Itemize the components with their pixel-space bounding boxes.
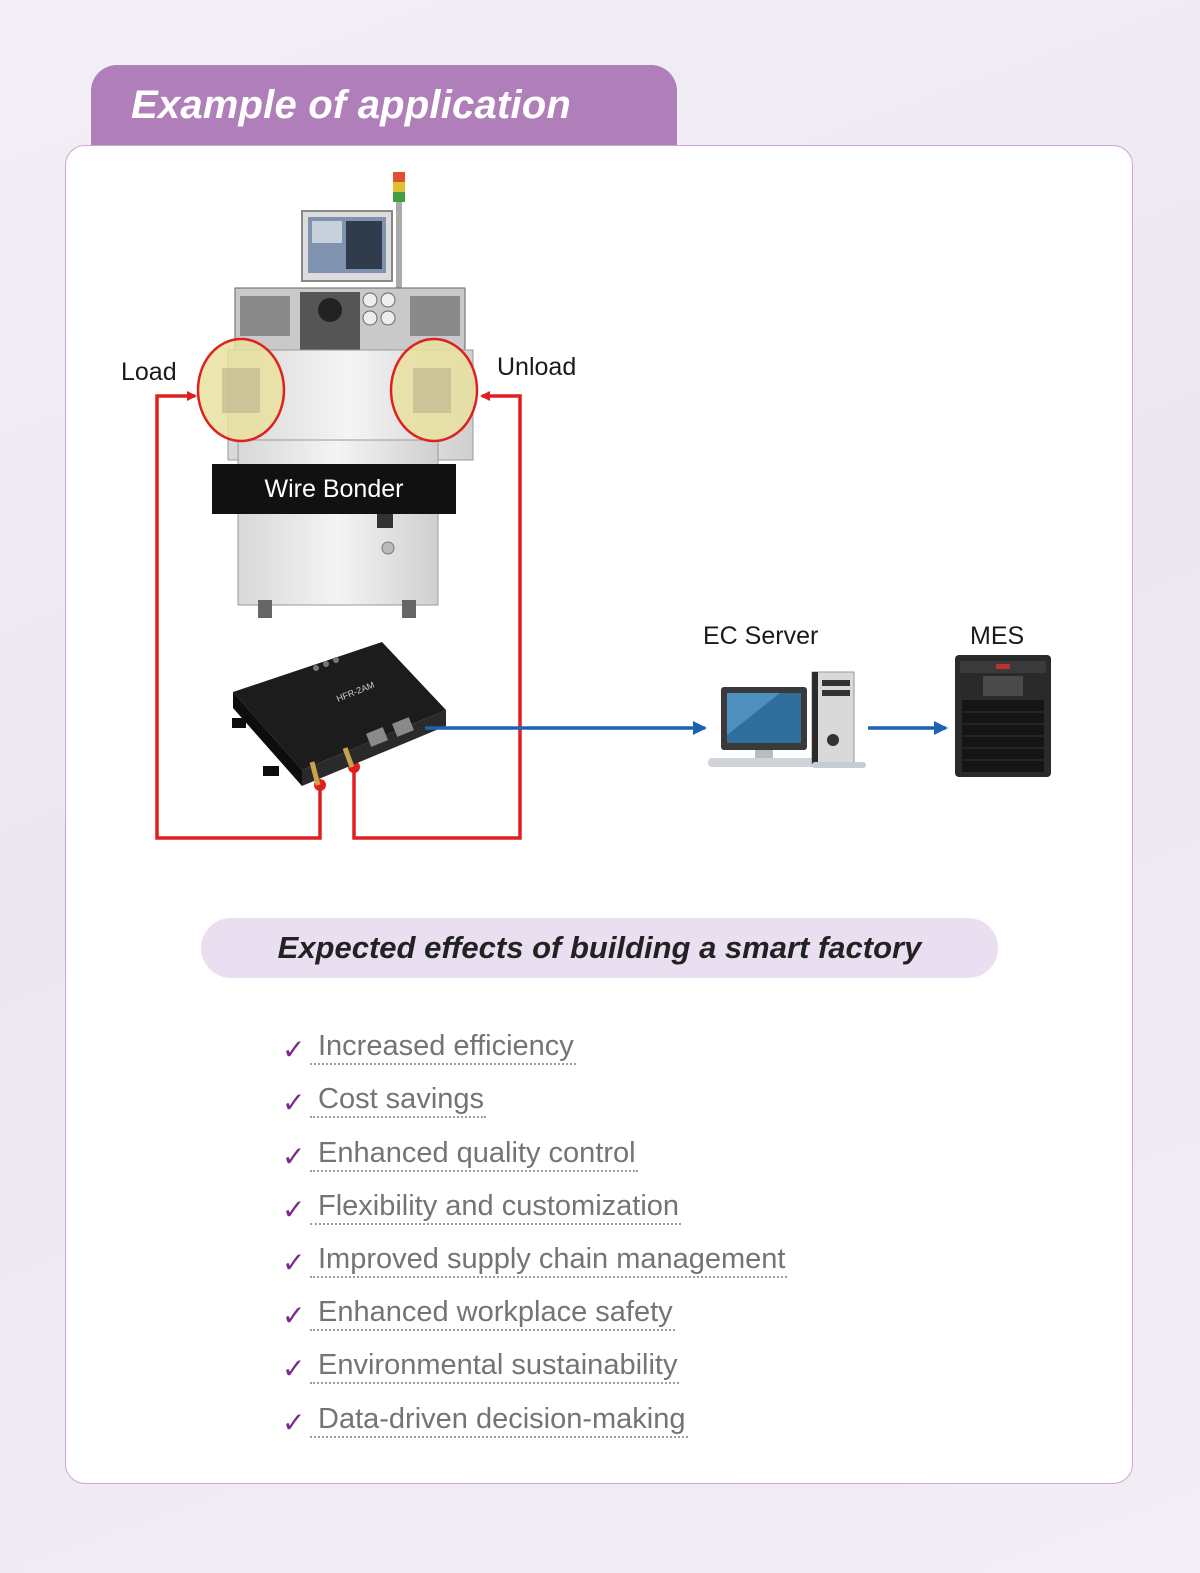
list-item: ✓ Improved supply chain management [282, 1225, 788, 1278]
checkmark-icon: ✓ [282, 1300, 306, 1332]
effect-text: Enhanced workplace safety [310, 1295, 675, 1332]
list-item: ✓ Data-driven decision-making [282, 1384, 787, 1438]
rfid-reader-device [232, 642, 446, 786]
list-item: ✓ Flexibility and customization [282, 1172, 787, 1225]
effect-text: Environmental sustainability [310, 1348, 680, 1385]
effect-text: Flexibility and customization [310, 1189, 682, 1225]
list-item: ✓ Enhanced workplace safety [282, 1278, 787, 1332]
title-tab [91, 65, 677, 160]
checkmark-icon: ✓ [282, 1406, 306, 1438]
effect-text: Data-driven decision-making [310, 1402, 688, 1438]
list-item: ✓ Environmental sustainability [282, 1331, 787, 1385]
effect-text: Enhanced quality control [310, 1136, 638, 1172]
checkmark-icon: ✓ [282, 1246, 306, 1278]
unload-antenna-line [352, 391, 522, 840]
checkmark-icon: ✓ [282, 1140, 306, 1172]
effect-text: Cost savings [310, 1082, 487, 1119]
checkmark-icon: ✓ [282, 1353, 306, 1385]
unload-label: Unload [497, 353, 577, 381]
effects-title: Expected effects of building a smart fac… [277, 930, 922, 965]
checkmark-icon: ✓ [282, 1193, 306, 1225]
list-item: ✓ Enhanced quality control [282, 1118, 787, 1172]
mes-label: MES [970, 622, 1025, 650]
computer-icon [708, 671, 866, 768]
page-title: Example of application [131, 83, 572, 127]
list-item: ✓ Increased efficiency [282, 1012, 787, 1066]
list-item: ✓ Cost savings [282, 1065, 787, 1119]
effects-title-pill: Expected effects of building a smart fac… [201, 918, 998, 978]
load-antenna-line [155, 391, 322, 840]
effects-list: ✓ Increased efficiency ✓ Cost savings ✓ … [282, 1012, 788, 1438]
checkmark-icon: ✓ [282, 1034, 306, 1066]
wire-bonder-label: Wire Bonder [212, 464, 456, 514]
effect-text: Improved supply chain management [310, 1242, 788, 1278]
checkmark-icon: ✓ [282, 1087, 306, 1119]
load-label: Load [121, 358, 177, 386]
effect-text: Increased efficiency [310, 1029, 576, 1066]
server-rack-icon [955, 655, 1051, 777]
ec-server-label: EC Server [703, 622, 819, 650]
